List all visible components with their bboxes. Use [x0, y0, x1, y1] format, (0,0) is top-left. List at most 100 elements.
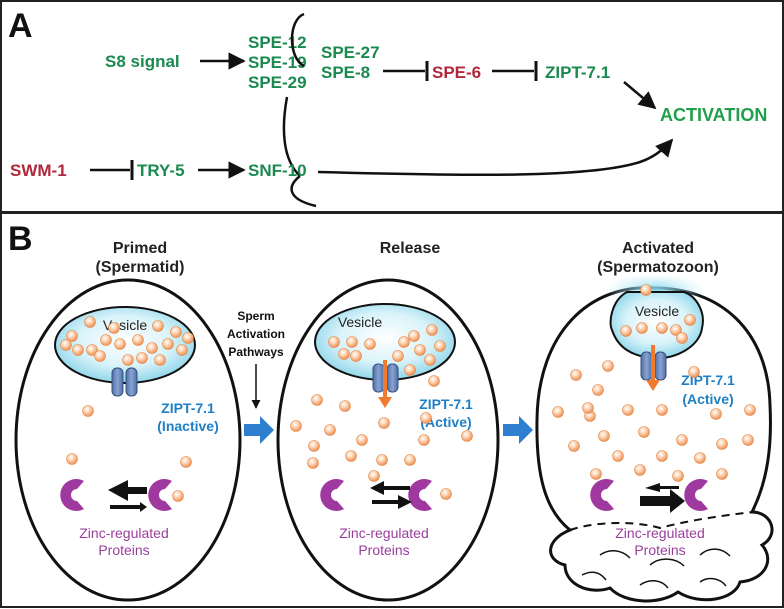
zinc-ion	[568, 440, 580, 452]
snf10-label: SNF-10	[248, 161, 307, 180]
zinc-ion	[716, 468, 728, 480]
zinc-ion	[434, 340, 446, 352]
cell3-equilibrium-arrow-right	[640, 489, 685, 513]
cell2-zinc-efflux-arrow	[378, 360, 392, 408]
zinc-ion	[636, 322, 648, 334]
zinc-ion	[620, 325, 632, 337]
zinc-ion	[108, 322, 120, 334]
spe29-label: SPE-29	[248, 73, 307, 92]
cell3-title-line1: Activated	[622, 240, 694, 257]
zinc-ion	[72, 344, 84, 356]
zinc-ion	[670, 324, 682, 336]
panel-a-letter: A	[8, 7, 33, 45]
cell2-zinc-ions	[290, 324, 473, 500]
spe27-label: SPE-27	[321, 43, 380, 62]
pathway-label-line2: Activation	[227, 327, 285, 341]
zinc-ion	[656, 450, 668, 462]
zinc-ion	[346, 336, 358, 348]
cell3-title-line2: (Spermatozoon)	[597, 259, 719, 276]
cell3-membrane	[535, 286, 774, 603]
cell2-title: Release	[380, 240, 441, 257]
zinc-ion	[592, 384, 604, 396]
zinc-ion	[122, 354, 134, 366]
zinc-ion	[414, 344, 426, 356]
zinc-ion	[82, 405, 94, 417]
zinc-ion	[392, 350, 404, 362]
zinc-ion	[640, 284, 652, 296]
zinc-ion	[716, 438, 728, 450]
pathway-label-line1: Sperm	[237, 309, 274, 323]
cell3-zinc-efflux-arrow	[646, 345, 660, 391]
zinc-ion	[672, 470, 684, 482]
cell1-zinc-ions	[60, 316, 194, 502]
cell1-equilibrium-arrow-right	[110, 502, 147, 512]
zinc-ion	[376, 454, 388, 466]
zinc-ion	[290, 420, 302, 432]
cell1-zrp-line1: Zinc-regulated	[79, 525, 169, 541]
cell3-zinc-ions	[552, 284, 756, 482]
zinc-ion	[136, 352, 148, 364]
complex-bracket-bottom	[282, 96, 317, 208]
spe12-label: SPE-12	[248, 33, 307, 52]
zinc-ion	[656, 404, 668, 416]
zipt-label-a: ZIPT-7.1	[545, 63, 610, 82]
cell3-vesicle-label: Vesicle	[635, 303, 680, 319]
swm1-label: SWM-1	[10, 161, 67, 180]
zinc-ion	[676, 434, 688, 446]
cell3-equilibrium-arrow-left	[645, 483, 679, 492]
zinc-ion	[440, 488, 452, 500]
zinc-ion	[94, 350, 106, 362]
activation-label: ACTIVATION	[660, 105, 767, 125]
spe19-label: SPE-19	[248, 53, 307, 72]
zinc-ion	[424, 354, 436, 366]
cell1-zipt-status: (Inactive)	[157, 418, 218, 434]
zinc-ion	[172, 490, 184, 502]
cell2-zrp-line2: Proteins	[358, 542, 409, 558]
cell2-zipt-status: (Active)	[420, 414, 471, 430]
zinc-ion	[84, 316, 96, 328]
zinc-ion	[656, 322, 668, 334]
cell3-protein-right	[684, 479, 708, 511]
zinc-ion	[602, 360, 614, 372]
zinc-ion	[328, 336, 340, 348]
zinc-ion	[552, 406, 564, 418]
zinc-ion	[100, 334, 112, 346]
cell3-pseudopod-texture	[581, 548, 731, 589]
zinc-ion	[364, 338, 376, 350]
zinc-ion	[114, 338, 126, 350]
try5-label: TRY-5	[137, 161, 185, 180]
cell3-pseudopod-boundary	[569, 511, 753, 531]
zinc-ion	[338, 348, 350, 360]
cell1-zrp-line2: Proteins	[98, 542, 149, 558]
cell3-zipt-status: (Active)	[682, 391, 733, 407]
arrow-zipt-to-activation	[623, 81, 657, 110]
cell2-zipt-label: ZIPT-7.1	[419, 396, 473, 412]
zinc-ion	[408, 330, 420, 342]
zinc-ion	[66, 453, 78, 465]
zinc-ion	[311, 394, 323, 406]
zinc-ion	[404, 454, 416, 466]
transition-arrow-2	[503, 416, 533, 444]
zinc-ion	[66, 330, 78, 342]
zinc-ion	[307, 457, 319, 469]
cell2-vesicle-label: Vesicle	[338, 314, 383, 330]
arrow-snf10-to-activation	[317, 138, 674, 177]
transition-arrow-1	[244, 416, 274, 444]
panel-b-letter: B	[8, 220, 33, 258]
zinc-ion	[426, 324, 438, 336]
cell1-title-line1: Primed	[113, 240, 167, 257]
zinc-ion	[152, 320, 164, 332]
cell3-zrp-line1: Zinc-regulated	[615, 525, 705, 541]
complex-bracket-top	[290, 12, 305, 68]
zinc-ion	[339, 400, 351, 412]
zinc-ion	[132, 334, 144, 346]
zinc-ion	[590, 468, 602, 480]
zinc-ion	[742, 434, 754, 446]
zinc-ion	[60, 339, 72, 351]
zinc-ion	[582, 402, 594, 414]
zinc-ion	[710, 408, 722, 420]
zinc-ion	[154, 354, 166, 366]
cell1-zipt-label: ZIPT-7.1	[161, 400, 215, 416]
cell1-protein-left	[60, 478, 84, 511]
zinc-ion	[622, 404, 634, 416]
